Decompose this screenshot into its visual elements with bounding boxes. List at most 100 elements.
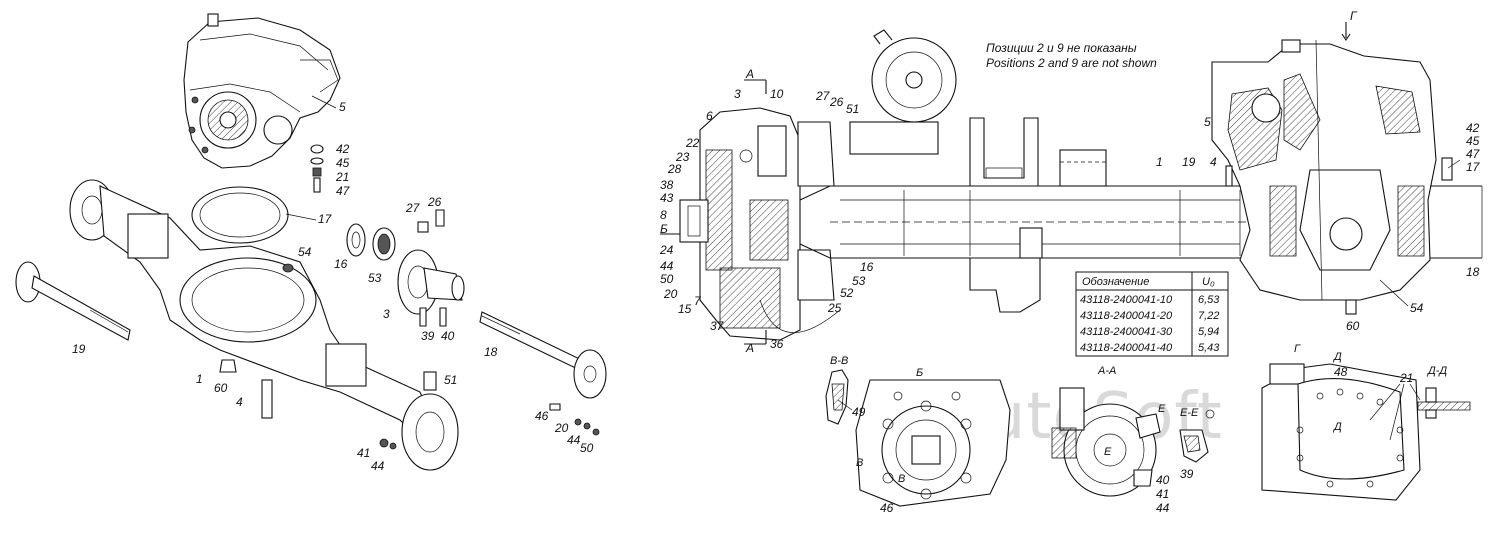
label-23: 23 <box>675 150 690 164</box>
label-50: 50 <box>580 441 594 455</box>
label-45: 45 <box>336 156 350 170</box>
label-50: 50 <box>660 272 674 286</box>
seal-16-drawing <box>346 223 366 257</box>
title-dd: Д-Д <box>1426 365 1447 377</box>
part-27-drawing <box>417 221 429 233</box>
small-hardware-stack <box>310 144 324 193</box>
section-view-labels: А 3 10 27 26 51 6 22 23 28 38 43 8 Б 24 … <box>659 9 1481 355</box>
label-8: 8 <box>660 208 667 222</box>
label-16: 16 <box>860 260 874 274</box>
hub-section-drawing <box>679 107 835 341</box>
label-41: 41 <box>357 446 370 460</box>
label-38: 38 <box>660 178 674 192</box>
axle-shaft-19-drawing <box>15 261 131 341</box>
title-aa: А-А <box>1097 365 1116 377</box>
gear-ratio-table: Обозначение U₀ 43118-2400041-10 6,53 431… <box>1075 271 1229 357</box>
label-21: 21 <box>335 170 349 184</box>
table-cell: 43118-2400041-20 <box>1080 310 1173 322</box>
table-cell: 5,43 <box>1198 342 1220 354</box>
hub-flange-drawing <box>397 249 465 315</box>
title-ee: Е-Е <box>1180 407 1199 419</box>
label-27: 27 <box>815 89 831 103</box>
label-37: 37 <box>710 319 725 333</box>
differential-assembly-drawing <box>183 13 341 169</box>
label-4: 4 <box>1210 155 1217 169</box>
label-60: 60 <box>1346 319 1360 333</box>
table-cell: 43118-2400041-30 <box>1080 326 1173 338</box>
label-45: 45 <box>1466 134 1480 148</box>
differential-housing-drawing <box>1211 39 1453 315</box>
label-17: 17 <box>318 212 333 226</box>
label-19: 19 <box>1182 155 1196 169</box>
axle-housing-drawing <box>69 179 459 471</box>
label-53: 53 <box>368 271 382 285</box>
label-section-e-mark: Е <box>1158 403 1166 415</box>
label-42: 42 <box>336 142 350 156</box>
detail-dd-drawing <box>1417 387 1471 419</box>
label-section-d-top: Д <box>1332 351 1342 363</box>
label-26: 26 <box>829 95 844 109</box>
label-43: 43 <box>660 191 674 205</box>
table-cell: 43118-2400041-40 <box>1080 342 1173 354</box>
exploded-view <box>15 13 607 471</box>
label-42: 42 <box>1466 121 1480 135</box>
label-section-d-bottom: Д <box>1332 421 1342 433</box>
label-section-a-bottom: А <box>745 341 754 355</box>
label-6: 6 <box>706 109 713 123</box>
label-60: 60 <box>214 381 228 395</box>
title-vv: В-В <box>830 355 848 367</box>
label-39: 39 <box>1180 467 1194 481</box>
label-18: 18 <box>1466 265 1480 279</box>
label-27: 27 <box>405 201 421 215</box>
table-header-designation: Обозначение <box>1082 276 1149 288</box>
label-view-g: Г <box>1350 9 1358 23</box>
label-15: 15 <box>678 302 692 316</box>
label-28: 28 <box>667 162 682 176</box>
label-52: 52 <box>840 286 854 300</box>
title-g: Г <box>1294 343 1301 355</box>
table-cell: 43118-2400041-10 <box>1080 294 1173 306</box>
label-20: 20 <box>554 421 569 435</box>
label-51: 51 <box>846 102 859 116</box>
breather-4-drawing <box>261 379 273 419</box>
label-44: 44 <box>567 433 581 447</box>
label-47: 47 <box>1466 147 1481 161</box>
note-english: Positions 2 and 9 are not shown <box>986 56 1157 70</box>
label-18: 18 <box>484 345 498 359</box>
plug-54-drawing <box>282 263 294 273</box>
label-44: 44 <box>1156 501 1170 515</box>
label-5: 5 <box>339 100 346 114</box>
label-7: 7 <box>694 294 702 308</box>
leader-lines <box>285 95 1461 441</box>
label-4: 4 <box>236 395 243 409</box>
brake-arc <box>759 299 841 333</box>
title-b: Б <box>916 367 923 379</box>
label-1: 1 <box>1156 155 1163 169</box>
detail-views: В-В Б 49 В В 46 А-А <box>825 343 1471 515</box>
table-cell: 6,53 <box>1198 294 1220 306</box>
label-section-e: Е <box>1104 446 1112 458</box>
table-cell: 7,22 <box>1198 310 1219 322</box>
label-47: 47 <box>336 184 351 198</box>
spring-seat-drawing <box>969 117 1107 313</box>
label-17: 17 <box>1466 160 1481 174</box>
label-section-a-top: А <box>745 67 754 81</box>
label-24: 24 <box>659 243 674 257</box>
label-41: 41 <box>1156 487 1169 501</box>
section-view <box>660 22 1483 345</box>
label-3: 3 <box>734 87 741 101</box>
label-44: 44 <box>660 259 674 273</box>
axle-shaft-18-drawing <box>479 311 607 399</box>
label-section-b: Б <box>660 222 668 236</box>
label-46: 46 <box>880 501 894 515</box>
label-46: 46 <box>535 409 549 423</box>
right-tube <box>1430 185 1482 259</box>
label-16: 16 <box>334 257 348 271</box>
label-5: 5 <box>1204 115 1211 129</box>
label-section-v-left: В <box>856 457 863 469</box>
plug-60-drawing <box>219 359 237 373</box>
label-3: 3 <box>383 307 390 321</box>
label-53: 53 <box>852 274 866 288</box>
brake-chamber-drawing <box>849 29 957 155</box>
label-40: 40 <box>441 329 455 343</box>
